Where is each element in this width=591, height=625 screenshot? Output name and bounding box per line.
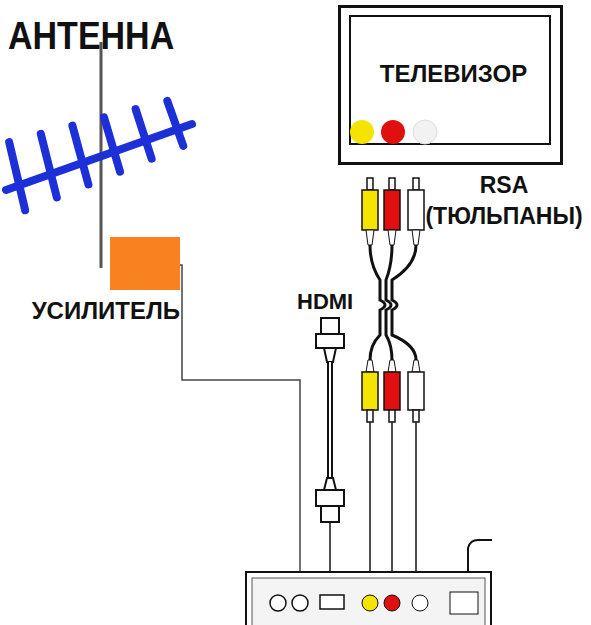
amplifier-box: УСИЛИТЕЛЬ	[110, 237, 180, 290]
antenna-element	[167, 101, 183, 146]
rca-pin	[367, 178, 373, 190]
rca-pin	[413, 178, 419, 190]
rca-plug	[384, 372, 400, 410]
antenna-elements	[6, 101, 192, 210]
rca-wire	[370, 245, 385, 360]
rca-lead	[415, 422, 417, 595]
rca-lead	[369, 422, 371, 595]
antenna-element	[41, 134, 57, 198]
node-title: ТЕЛЕВИЗОР	[341, 60, 566, 88]
rca-boot	[366, 360, 374, 372]
antenna-element	[72, 126, 88, 185]
rca-lead	[391, 422, 393, 595]
rca-plug	[384, 190, 400, 230]
rca-pin	[389, 178, 395, 190]
antenna-element	[104, 117, 120, 171]
audio-socket-l	[413, 120, 437, 144]
rca-boot	[388, 360, 396, 372]
rca-boot	[412, 230, 420, 245]
node-title: УСИЛИТЕЛЬ	[32, 297, 180, 325]
rca-pin	[367, 410, 373, 422]
rca-plug	[362, 372, 378, 410]
hdmi-label: HDMI	[297, 287, 377, 317]
rca-cable	[362, 178, 424, 595]
antenna-cable	[180, 265, 300, 578]
rca-plug	[408, 372, 424, 410]
rca-boot	[412, 360, 420, 372]
rca-wire	[392, 245, 416, 360]
rca-label: RSA (ТЮЛЬПАНЫ)	[420, 170, 588, 232]
antenna-element	[9, 142, 25, 210]
receiver	[246, 540, 492, 625]
rca-boot	[366, 230, 374, 245]
antenna-element	[136, 109, 152, 159]
rca-boot	[388, 230, 396, 245]
rca-wire	[386, 245, 392, 360]
hdmi-cable	[316, 318, 344, 578]
antenna-label: АНТЕННА	[8, 10, 228, 63]
rca-plug	[408, 190, 424, 230]
video-socket	[350, 120, 374, 144]
rca-plug	[362, 190, 378, 230]
rca-pin	[413, 410, 419, 422]
audio-socket-r	[381, 120, 405, 144]
rca-pin	[389, 410, 395, 422]
tv-box: ТЕЛЕВИЗОР	[338, 5, 563, 165]
